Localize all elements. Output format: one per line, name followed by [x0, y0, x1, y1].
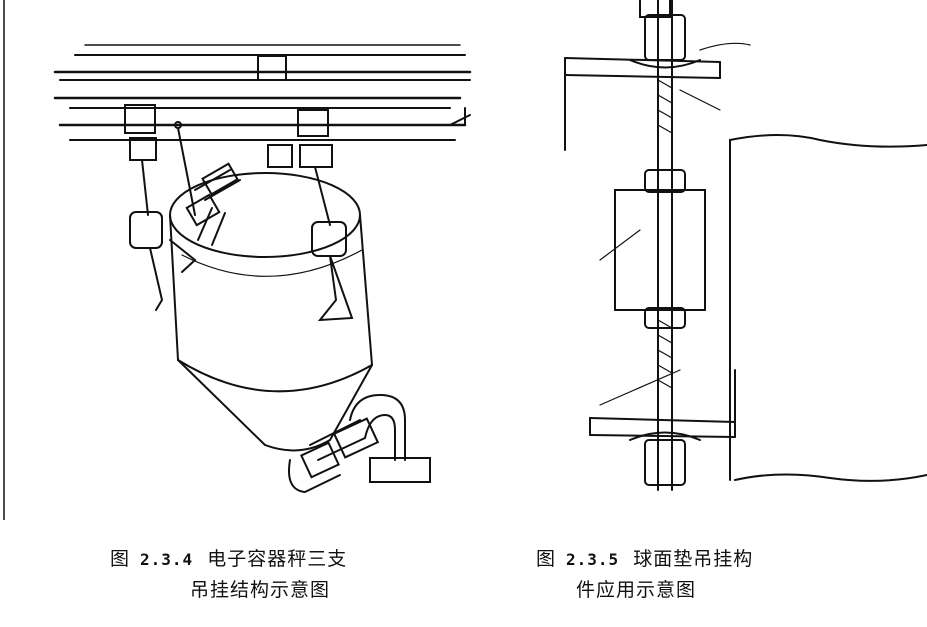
figure-caption-left: 图 2.3.4 电子容器秤三支 吊挂结构示意图: [110, 544, 347, 605]
hopper-vessel: [169, 172, 373, 452]
hopper-scale-illustration: [0, 0, 480, 520]
caption-prefix: 图: [536, 548, 557, 570]
vessel-wall: [729, 134, 927, 482]
load-cells: [129, 211, 354, 322]
caption-prefix: 图: [110, 548, 131, 570]
caption-line2: 吊挂结构示意图: [190, 579, 331, 601]
hanger-brackets: [124, 104, 333, 168]
inlet-pipe: [169, 162, 241, 273]
load-cell-block: [599, 169, 706, 329]
lower-bracket: [589, 369, 736, 438]
top-nut: [629, 0, 701, 69]
spherical-washer-drawing: [564, 0, 927, 491]
figure-caption-right: 图 2.3.5 球面垫吊挂构 件应用示意图: [536, 544, 753, 605]
threaded-rod: [657, 0, 673, 491]
outlet-pipe: [288, 393, 431, 494]
caption-title: 电子容器秤三支: [207, 548, 348, 570]
spherical-washer-hanger-illustration: [480, 0, 927, 520]
bottom-nut: [629, 431, 701, 486]
caption-number: 2.3.4: [140, 550, 194, 569]
overhead-i-beam: [53, 44, 472, 141]
caption-line2: 件应用示意图: [576, 579, 697, 601]
caption-number: 2.3.5: [566, 550, 620, 569]
upper-bracket: [564, 42, 751, 151]
hopper-scale-drawing: [3, 0, 472, 520]
caption-title: 球面垫吊挂构: [633, 548, 754, 570]
suspension-rods: [141, 127, 331, 226]
